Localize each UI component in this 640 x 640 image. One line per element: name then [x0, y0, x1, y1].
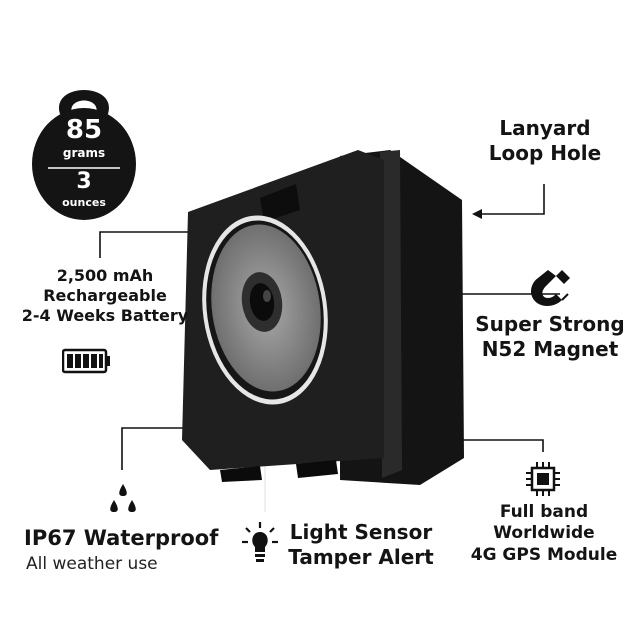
weight-ounces-unit: ounces: [62, 196, 106, 209]
lanyard-line2: Loop Hole: [488, 141, 602, 165]
light-sensor-line2: Tamper Alert: [288, 545, 434, 569]
chip-icon: [526, 462, 560, 496]
water-drops-icon: [110, 484, 136, 512]
weight-grams-unit: grams: [62, 146, 106, 160]
battery-line3: 2-4 Weeks Battery: [21, 306, 189, 325]
gps-line1: Full band: [499, 502, 589, 522]
weight-badge: 85 grams 3 ounces: [28, 72, 140, 222]
lightbulb-icon: [242, 522, 278, 562]
magnet-label: Super Strong N52 Magnet: [470, 312, 630, 362]
gps-tracker-device: [182, 150, 464, 485]
battery-line1: 2,500 mAh: [56, 266, 154, 285]
magnet-icon: [531, 270, 570, 306]
lanyard-line1: Lanyard: [499, 116, 591, 140]
battery-line2: Rechargeable: [43, 286, 167, 305]
magnet-line1: Super Strong: [475, 312, 625, 336]
gps-line2: Worldwide: [493, 523, 595, 544]
weight-grams-value: 85: [65, 115, 103, 145]
kettlebell-icon: [32, 90, 136, 220]
lanyard-label: Lanyard Loop Hole: [470, 116, 620, 166]
waterproof-title: IP67 Waterproof: [24, 526, 219, 550]
gps-line3: 4G GPS Module: [470, 544, 618, 565]
lanyard-callout-line: [480, 184, 545, 215]
light-sensor-label: Light Sensor Tamper Alert: [276, 520, 446, 570]
gps-label: Full band Worldwide 4G GPS Module: [462, 502, 626, 566]
weight-ounces-value: 3: [76, 169, 92, 194]
magnet-line2: N52 Magnet: [481, 337, 619, 361]
battery-label: 2,500 mAh Rechargeable 2-4 Weeks Battery: [10, 266, 200, 326]
waterproof-subtitle: All weather use: [26, 554, 158, 574]
battery-icon: [62, 348, 110, 374]
light-sensor-line1: Light Sensor: [289, 520, 433, 544]
